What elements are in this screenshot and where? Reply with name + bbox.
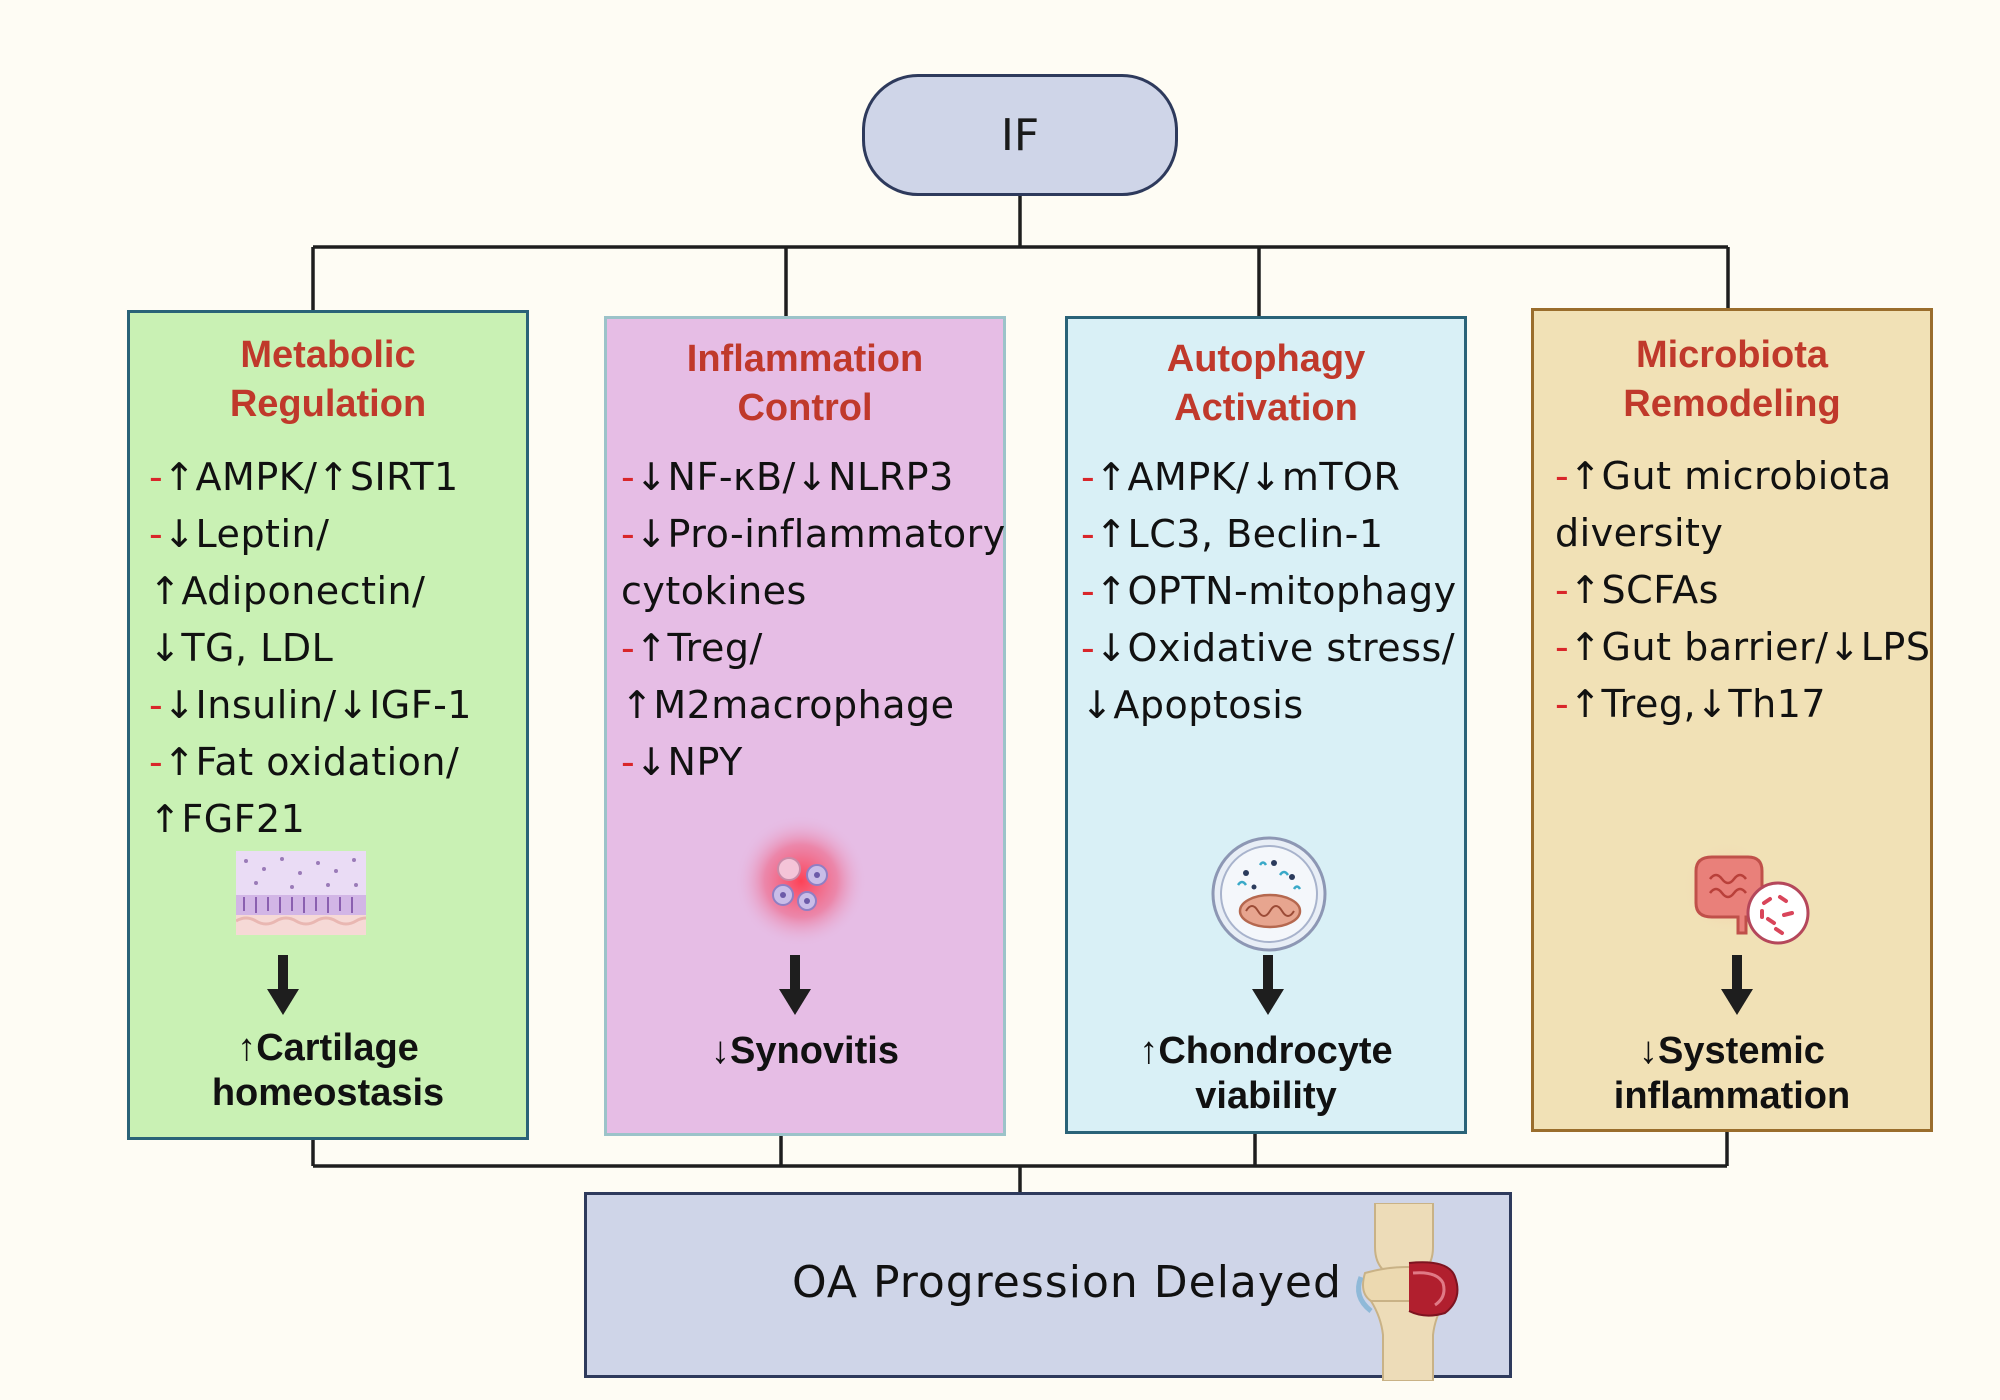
mechanism-list: -↑AMPK/↑SIRT1 -↓Leptin/ ↑Adiponectin/ ↓T… <box>149 449 472 848</box>
card-title-line: Remodeling <box>1623 383 1841 425</box>
if-node: IF <box>862 74 1178 196</box>
outcome-line: ↓Systemic <box>1639 1030 1825 1072</box>
list-item: -↓NF-κB/↓NLRP3 <box>621 455 954 499</box>
list-item: -↑Fat oxidation/ <box>149 740 460 784</box>
outcome-line: inflammation <box>1613 1075 1851 1117</box>
card-title-line: Control <box>737 387 873 429</box>
metabolic-regulation-card: Metabolic Regulation -↑AMPK/↑SIRT1 -↓Lep… <box>127 310 529 1140</box>
mechanism-list: -↑AMPK/↓mTOR -↑LC3, Beclin-1 -↑OPTN-mito… <box>1081 449 1457 734</box>
card-title-line: Activation <box>1174 387 1358 429</box>
list-item: -↑AMPK/↑SIRT1 <box>149 455 459 499</box>
outcome-line: ↑Chondrocyte <box>1139 1030 1393 1072</box>
mechanism-list: -↓NF-κB/↓NLRP3 -↓Pro-inflammatory cytoki… <box>621 449 1006 791</box>
card-title: Microbiota Remodeling <box>1534 331 1930 429</box>
card-title-line: Regulation <box>229 383 427 425</box>
list-item: ↑FGF21 <box>149 797 306 841</box>
list-item: -↓Oxidative stress/ <box>1081 626 1456 670</box>
list-item: ↑Adiponectin/ <box>149 569 426 613</box>
autophagosome-icon <box>1211 836 1327 952</box>
mechanism-list: -↑Gut microbiota diversity -↑SCFAs -↑Gut… <box>1555 448 1930 733</box>
card-title-line: Autophagy <box>1166 338 1366 380</box>
outcome-line: homeostasis <box>211 1072 445 1114</box>
inflammation-control-card: Inflammation Control -↓NF-κB/↓NLRP3 -↓Pr… <box>604 316 1006 1136</box>
list-item: -↓Insulin/↓IGF-1 <box>149 683 472 727</box>
outcome-label: ↓Systemic inflammation <box>1534 1029 1930 1119</box>
list-item: ↓TG, LDL <box>149 626 334 670</box>
outcome-label: ↓Synovitis <box>607 1029 1003 1074</box>
arrow-down-icon <box>267 955 299 1015</box>
list-item: -↑SCFAs <box>1555 568 1719 612</box>
outcome-label: ↑Chondrocyte viability <box>1068 1029 1464 1119</box>
card-title: Autophagy Activation <box>1068 335 1464 433</box>
list-item: -↑LC3, Beclin-1 <box>1081 512 1384 556</box>
list-item: -↓Pro-inflammatory <box>621 512 1006 556</box>
card-title-line: Microbiota <box>1635 334 1829 376</box>
autophagy-activation-card: Autophagy Activation -↑AMPK/↓mTOR -↑LC3,… <box>1065 316 1467 1134</box>
list-item: -↑Gut barrier/↓LPS <box>1555 625 1931 669</box>
card-title-line: Inflammation <box>686 338 924 380</box>
outcome-line: ↑Cartilage <box>237 1027 419 1069</box>
list-item: ↓Apoptosis <box>1081 683 1304 727</box>
gut-microbiota-icon <box>1684 841 1810 945</box>
list-item: -↓Leptin/ <box>149 512 330 556</box>
arrow-down-icon <box>779 955 811 1015</box>
card-title: Inflammation Control <box>607 335 1003 433</box>
list-item: -↑Treg,↓Th17 <box>1555 682 1827 726</box>
list-item: -↑OPTN-mitophagy <box>1081 569 1457 613</box>
list-item: diversity <box>1555 511 1724 555</box>
list-item: -↑AMPK/↓mTOR <box>1081 455 1401 499</box>
arrow-down-icon <box>1721 955 1753 1015</box>
list-item: -↑Treg/ <box>621 626 763 670</box>
microbiota-remodeling-card: Microbiota Remodeling -↑Gut microbiota d… <box>1531 308 1933 1132</box>
oa-progression-node: OA Progression Delayed <box>584 1192 1512 1381</box>
card-title: Metabolic Regulation <box>130 331 526 429</box>
inflamed-cells-icon <box>735 815 867 947</box>
list-item: -↓NPY <box>621 740 743 784</box>
list-item: -↑Gut microbiota <box>1555 454 1892 498</box>
outcome-line: ↓Synovitis <box>711 1030 899 1072</box>
list-item: ↑M2macrophage <box>621 683 955 727</box>
oa-progression-label: OA Progression Delayed <box>792 1257 1342 1308</box>
cartilage-tissue-icon <box>236 851 366 935</box>
outcome-label: ↑Cartilage homeostasis <box>130 1026 526 1116</box>
arrow-down-icon <box>1252 955 1284 1015</box>
if-node-label: IF <box>1000 109 1040 161</box>
outcome-line: viability <box>1195 1075 1337 1117</box>
card-title-line: Metabolic <box>240 334 416 376</box>
knee-joint-icon <box>1356 1203 1459 1381</box>
list-item: cytokines <box>621 569 807 613</box>
